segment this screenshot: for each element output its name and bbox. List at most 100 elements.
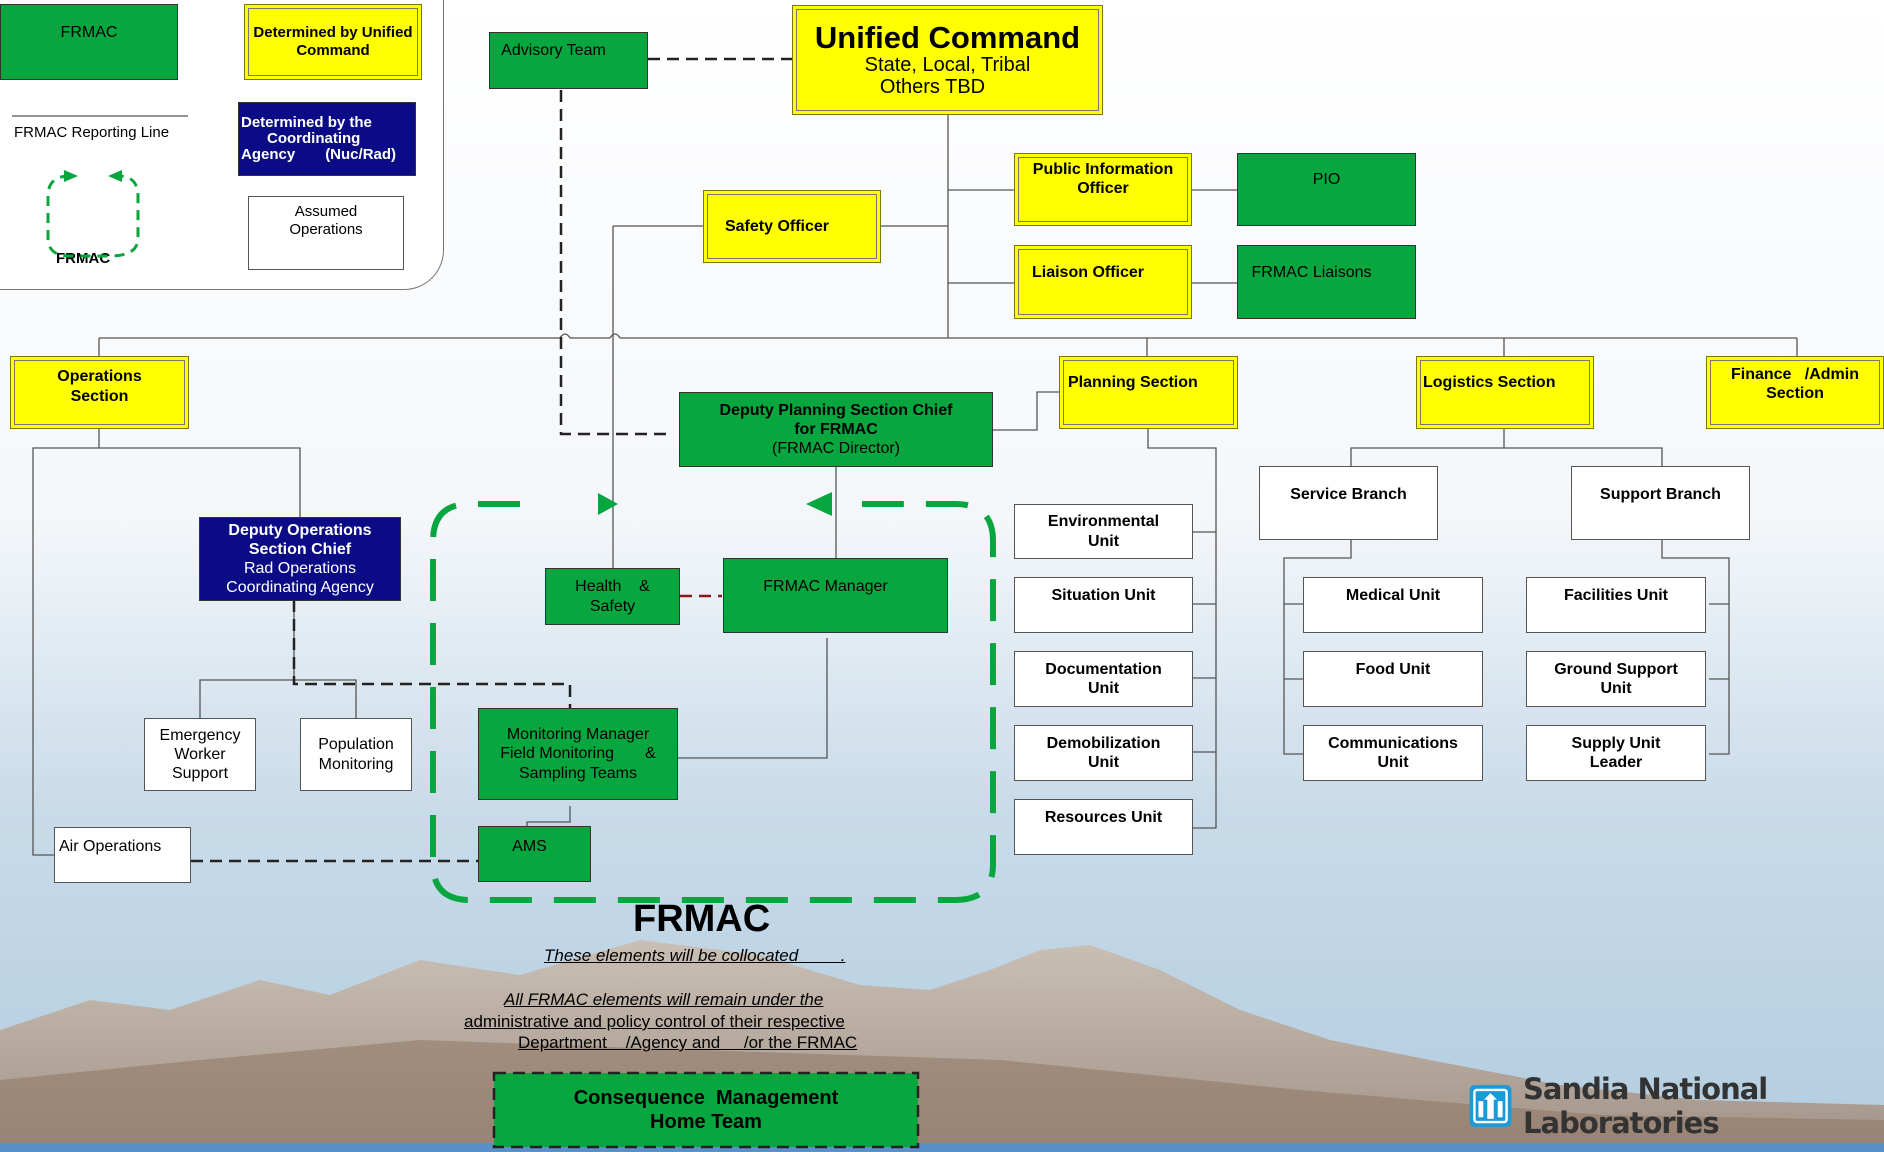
deputy-operations-chief-box: Deputy Operations Section Chief Rad Oper…: [199, 517, 401, 601]
advisory-team-label: Advisory Team: [501, 42, 606, 59]
support-unit-facilities: Facilities Unit: [1526, 577, 1706, 633]
service-unit-label: Medical Unit: [1345, 587, 1441, 604]
frmac-manager-box: FRMAC Manager: [723, 558, 948, 633]
emergency-worker-line1: Emergency: [159, 726, 241, 744]
unified-command-title: Unified Command: [814, 19, 1081, 55]
consequence-management-line1: Consequence Management: [573, 1087, 839, 1109]
support-branch-box: Support Branch: [1571, 466, 1750, 540]
planning-section-box: Planning Section: [1059, 356, 1238, 429]
service-unit-communications: Communications Unit: [1303, 725, 1483, 781]
liaison-officer-label: Liaison Officer: [1031, 264, 1145, 282]
planning-unit-environmental: Environmental Unit: [1014, 504, 1193, 559]
health-safety-box: Health & Safety: [545, 568, 680, 625]
population-monitoring-line1: Population: [318, 736, 394, 754]
planning-unit-label: Environmental Unit: [1047, 513, 1160, 550]
operations-section-box: Operations Section: [10, 356, 189, 429]
population-monitoring-box: Population Monitoring: [300, 718, 412, 791]
monitoring-manager-line3: Sampling Teams: [519, 764, 637, 782]
public-information-officer-label: Public Information Officer: [1032, 161, 1174, 198]
emergency-worker-line2: Worker: [174, 745, 226, 763]
planning-unit-label: Demobilization Unit: [1046, 734, 1161, 771]
monitoring-manager-line2: Field Monitoring &: [500, 745, 656, 763]
deputy-planning-line1: Deputy Planning Section Chief: [719, 401, 953, 419]
planning-section-label: Planning Section: [1068, 374, 1198, 391]
health-safety-line2: Safety: [589, 597, 636, 615]
consequence-management-line2: Home Team: [650, 1111, 762, 1133]
note-control-line1: All FRMAC elements will remain under the: [504, 990, 824, 1009]
frmac-manager-label: FRMAC Manager: [763, 578, 888, 595]
emergency-worker-line3: Support: [171, 765, 229, 783]
frmac-liaisons-box: FRMAC Liaisons: [1237, 245, 1416, 319]
emergency-worker-support-box: Emergency Worker Support: [144, 718, 256, 791]
legend-coordinating-swatch: Determined by the Coordinating Agency (Nu…: [238, 102, 416, 176]
service-branch-box: Service Branch: [1259, 466, 1438, 540]
deputy-planning-line3: (FRMAC Director): [772, 440, 900, 458]
planning-unit-demobilization: Demobilization Unit: [1014, 725, 1193, 781]
deputy-planning-chief-box: Deputy Planning Section Chief for FRMAC …: [679, 392, 993, 467]
advisory-team-box: Advisory Team: [489, 32, 648, 89]
legend-coordinating-line3b: (Nuc/Rad): [325, 145, 397, 163]
legend-unified-swatch: Determined by Unified Command: [244, 4, 422, 80]
liaison-officer-box: Liaison Officer: [1014, 245, 1192, 319]
logistics-section-label: Logistics Section: [1423, 374, 1556, 391]
planning-unit-documentation: Documentation Unit: [1014, 651, 1193, 707]
legend-coordinating-line1: Determined by the: [241, 114, 372, 132]
consequence-management-box: Consequence Management Home Team: [494, 1073, 918, 1147]
planning-unit-situation: Situation Unit: [1014, 577, 1193, 633]
safety-officer-label: Safety Officer: [724, 217, 830, 235]
air-operations-label: Air Operations: [59, 838, 162, 855]
legend-coordinating-line2: Coordinating: [267, 130, 361, 148]
service-branch-label: Service Branch: [1290, 486, 1407, 503]
finance-admin-line2: Section: [1766, 385, 1824, 403]
ams-box: AMS: [478, 826, 591, 882]
legend-frmac-loop-label: FRMAC: [56, 250, 111, 267]
deputy-operations-line1: Deputy Operations: [228, 521, 372, 539]
note-control-line3: Department /Agency and /or the FRMAC: [518, 1033, 858, 1052]
planning-unit-label: Situation Unit: [1051, 587, 1156, 604]
planning-unit-resources: Resources Unit: [1014, 799, 1193, 855]
legend-unified-label: Determined by Unified Command: [253, 24, 413, 59]
deputy-planning-line2: for FRMAC: [794, 420, 878, 438]
monitoring-manager-line1: Monitoring Manager: [506, 726, 650, 744]
logistics-section-box: Logistics Section: [1416, 356, 1594, 429]
frmac-collocated-label: FRMAC: [633, 898, 771, 940]
logo-text: Sandia National Laboratories: [1523, 1072, 1768, 1140]
finance-admin-section-box: Finance /Admin Section: [1706, 356, 1884, 429]
planning-unit-label: Resources Unit: [1044, 809, 1163, 826]
frmac-liaisons-label: FRMAC Liaisons: [1251, 264, 1372, 282]
support-branch-label: Support Branch: [1600, 486, 1721, 503]
finance-admin-line1: Finance /Admin: [1730, 366, 1859, 383]
support-unit-ground-support: Ground Support Unit: [1526, 651, 1706, 707]
monitoring-manager-box: Monitoring Manager Field Monitoring & Sa…: [478, 708, 678, 800]
service-unit-medical: Medical Unit: [1303, 577, 1483, 633]
service-unit-label: Food Unit: [1355, 661, 1431, 678]
legend-assumed-swatch: Assumed Operations: [248, 196, 404, 270]
unified-command-box: Unified Command State, Local, Tribal Oth…: [792, 5, 1103, 115]
note-control-line2: administrative and policy control of the…: [464, 1012, 845, 1031]
support-unit-label: Facilities Unit: [1563, 587, 1669, 604]
operations-section-label: Operations Section: [57, 368, 142, 405]
legend-coordinating-line3: Agency: [241, 145, 296, 163]
legend-frmac-swatch: FRMAC: [0, 4, 178, 80]
support-unit-supply: Supply Unit Leader: [1526, 725, 1706, 781]
deputy-operations-line2: Section Chief: [248, 540, 352, 558]
legend-reporting-line: FRMAC Reporting Line: [14, 124, 170, 141]
legend-frmac-label: FRMAC: [60, 24, 118, 41]
pio-box: PIO: [1237, 153, 1416, 226]
support-unit-label: Ground Support Unit: [1554, 660, 1678, 697]
unified-command-others: Others TBD: [879, 76, 986, 99]
note-collocated: These elements will be collocated .: [544, 946, 846, 965]
support-unit-label: Supply Unit Leader: [1571, 734, 1661, 771]
legend-assumed-label: Assumed Operations: [289, 203, 363, 238]
unified-command-members: State, Local, Tribal: [864, 54, 1031, 77]
deputy-operations-line3: Rad Operations: [243, 560, 357, 577]
air-operations-box: Air Operations: [54, 827, 191, 883]
safety-officer-box: Safety Officer: [703, 190, 881, 263]
deputy-operations-line4: Coordinating Agency: [226, 579, 374, 597]
ams-label: AMS: [512, 838, 547, 855]
health-safety-line1: Health &: [575, 578, 650, 596]
planning-unit-label: Documentation Unit: [1045, 660, 1162, 697]
population-monitoring-line2: Monitoring: [318, 755, 394, 773]
service-unit-label: Communications Unit: [1328, 734, 1458, 771]
